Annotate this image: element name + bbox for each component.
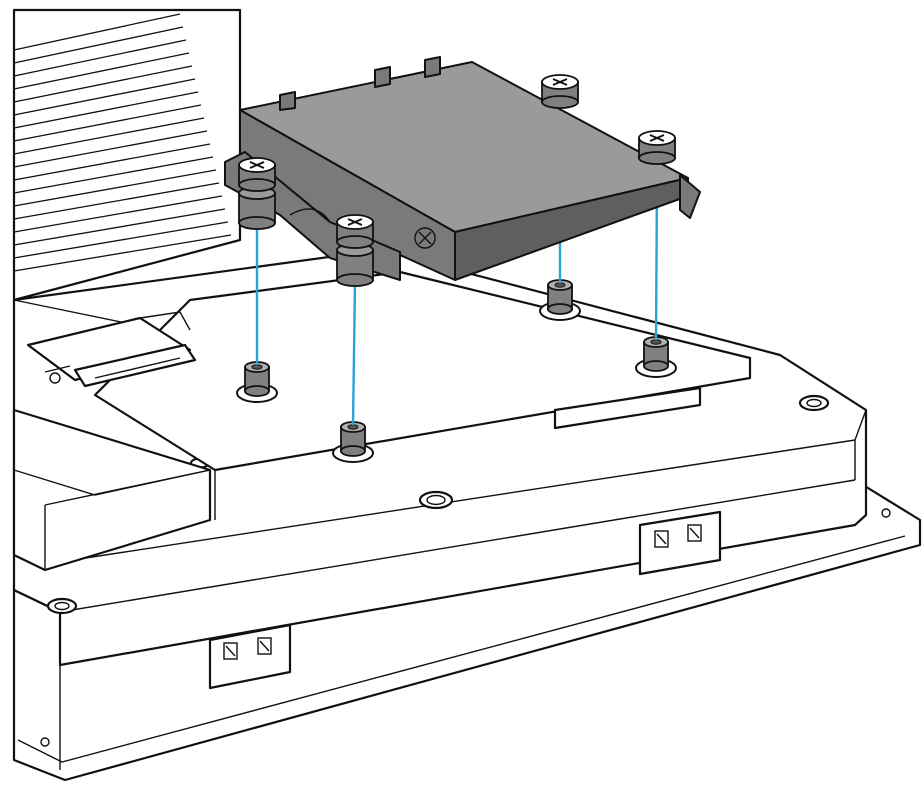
phillips-screw-icon [238,157,276,230]
hex-standoff-icon [635,336,677,378]
bezel-screw-hole [40,737,50,747]
heatsink-fin [13,143,211,181]
bezel-screw-hole [881,508,891,518]
heatsink-fin [13,169,217,207]
drive-tray [224,56,701,281]
heatsink-fin [13,39,187,77]
phillips-screw-icon [541,74,579,109]
heatsink-fin [13,26,184,64]
phillips-screw-icon [638,130,676,165]
heatsink-fin [13,208,226,246]
heatsink-fin [13,117,205,155]
io-connector-icon [257,637,272,655]
phillips-screw-icon [414,227,436,249]
heatsink-fin [13,65,193,103]
heatsink-fin [13,52,190,90]
heatsink-fin [13,13,181,51]
heatsink-fin [13,104,202,142]
phillips-screw-icon [336,214,374,287]
heatsink-fin [13,78,196,116]
heatsink-fin [13,221,229,259]
heatsink-fins [12,8,242,331]
heatsink-fin [13,130,208,168]
heatsink-fin [13,195,223,233]
io-connector-right [638,510,722,576]
left-housing-block [12,408,212,572]
heatsink-fin [13,234,232,272]
heatsink-fin [13,91,199,129]
io-connector-icon [687,524,702,542]
hex-standoff-icon [236,361,278,403]
mounting-plate [93,270,752,520]
io-connector-icon [223,642,238,660]
label-recess [553,386,702,430]
corner-screw-hole [798,394,830,412]
corner-screw-hole [46,597,78,615]
center-mount-hole [418,490,454,510]
heatsink-fin [13,182,220,220]
heatsink-fin [13,156,214,194]
io-connector-icon [654,530,669,548]
board-connector [26,311,197,388]
alignment-guide-line [351,281,357,426]
io-connector-left [208,623,292,690]
